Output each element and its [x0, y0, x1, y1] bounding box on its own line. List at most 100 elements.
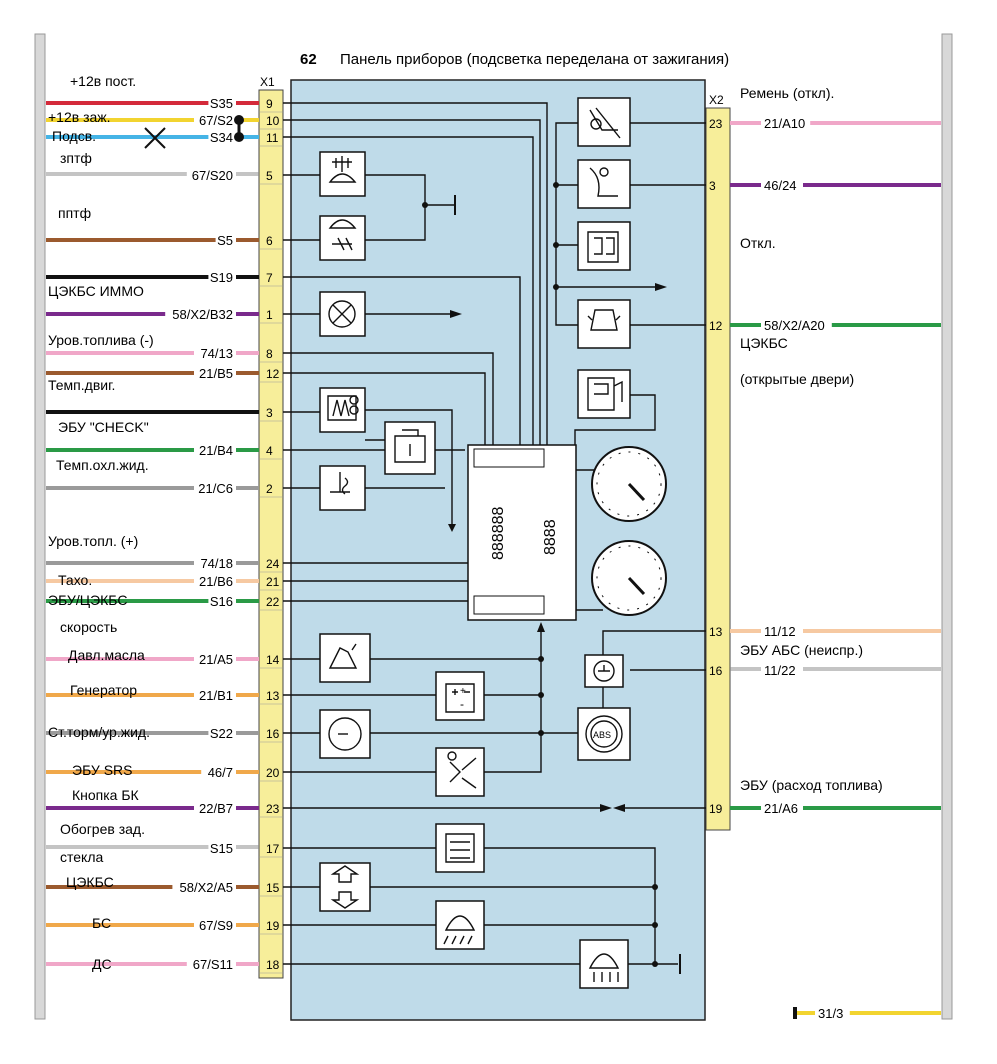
- wire-code-bg: [761, 800, 803, 815]
- left-wire-code: S16: [210, 594, 233, 609]
- right-pin-number: 3: [709, 179, 716, 193]
- left-wire-label: БС: [92, 915, 111, 931]
- left-wire-code: 21/B5: [199, 366, 233, 381]
- left-wire-label: ЭБУ/ЦЭКБС: [48, 592, 127, 608]
- diagram-title: Панель приборов (подсветка переделана от…: [340, 51, 729, 68]
- connector-x1: [258, 89, 284, 979]
- left-pin-number: 11: [266, 131, 279, 145]
- left-pin-number: 3: [266, 406, 273, 420]
- right-wire-label: ЦЭКБС: [740, 335, 788, 351]
- wire-code-bg: [208, 129, 236, 144]
- wire-code-bg: [761, 662, 803, 677]
- display-bottom-bar: [473, 595, 545, 615]
- wire-code-bg: [194, 651, 236, 666]
- left-pin-number: 1: [266, 308, 273, 322]
- left-wire-code: 21/A5: [199, 652, 233, 667]
- wire-code-bg: [194, 917, 236, 932]
- wire-code-bg: [215, 232, 236, 247]
- right-wire-code: 11/22: [764, 663, 796, 678]
- left-wire-label: ЭБУ SRS: [72, 762, 133, 778]
- turn-signal-icon: [319, 291, 366, 337]
- diagram-number: 62: [300, 51, 317, 68]
- left-pin-number: 5: [266, 169, 273, 183]
- left-pin-number: 21: [266, 575, 280, 589]
- right-wire-code: 58/X2/A20: [764, 318, 825, 333]
- left-wire-label: +12в заж.: [48, 109, 111, 125]
- wire-code-bg: [172, 879, 236, 894]
- wire-code-bg: [761, 623, 803, 638]
- wire-code-bg: [761, 317, 832, 332]
- wire-code-bg: [761, 177, 803, 192]
- left-wire-label: стекла: [60, 849, 103, 865]
- left-wire-code: 21/C6: [198, 481, 233, 496]
- wire-code-bg: [201, 764, 236, 779]
- left-pin-number: 17: [266, 842, 280, 856]
- left-wire-label: ЦЭКБС ИММО: [48, 283, 144, 299]
- left-wire-label: пптф: [58, 205, 91, 221]
- right-wire-label: ЭБУ АБС (неиспр.): [740, 642, 863, 658]
- right-pin-number: 16: [709, 664, 723, 678]
- icon-glyphs: [327, 107, 623, 982]
- right-wire-label: ЭБУ (расход топлива): [740, 777, 883, 793]
- left-pin-number: 6: [266, 234, 273, 248]
- right-wire-code: 11/12: [764, 624, 796, 639]
- front-fog-lamp-icon: [319, 151, 366, 197]
- wire-code-bg: [208, 840, 236, 855]
- wire-code-bg: [815, 1005, 850, 1020]
- wire-code-bg: [194, 555, 236, 570]
- wire-code-bg: [208, 269, 236, 284]
- left-wire-code: 67/S9: [199, 918, 233, 933]
- right-rail: [941, 33, 953, 1020]
- speedometer-icon: [591, 446, 667, 522]
- abs-label: ABS: [593, 730, 611, 740]
- left-wire-code: S34: [210, 130, 233, 145]
- airbag-passenger-icon: [577, 159, 631, 209]
- left-wire-label: Подсв.: [52, 128, 96, 144]
- wire-code-bg: [194, 687, 236, 702]
- wire-code-bg: [208, 593, 236, 608]
- left-pin-number: 2: [266, 482, 273, 496]
- display-digits-left: 888888: [490, 507, 507, 560]
- wire-code-bg: [194, 442, 236, 457]
- junction-dots: [234, 115, 658, 967]
- left-pin-number: 8: [266, 347, 273, 361]
- left-wire-code: S5: [217, 233, 233, 248]
- display-digits-right: 8888: [542, 519, 559, 555]
- left-wire-label: Тахо.: [58, 572, 92, 588]
- left-pin-number: 13: [266, 689, 280, 703]
- left-wire-code: 22/B7: [199, 801, 233, 816]
- right-wire-label: Откл.: [740, 235, 776, 251]
- left-wire-code: 58/X2/B32: [172, 307, 233, 322]
- left-wire-label: Уров.топлива (-): [48, 332, 154, 348]
- low-beam-icon: [435, 900, 485, 950]
- wire-code-bg: [194, 480, 236, 495]
- oil-pressure-icon: [319, 633, 371, 683]
- left-pin-number: 22: [266, 595, 280, 609]
- right-pin-number: 12: [709, 319, 723, 333]
- wire-code-bg: [194, 365, 236, 380]
- wire-code-bg: [186, 956, 236, 971]
- right-pin-number: 13: [709, 625, 723, 639]
- left-pin-number: 12: [266, 367, 280, 381]
- left-wire-code: 58/X2/A5: [180, 880, 234, 895]
- connector-x2: [705, 107, 731, 831]
- left-wire-label: Темп.охл.жид.: [56, 457, 149, 473]
- display-module-icon: [467, 444, 577, 621]
- left-wire-label: +12в пост.: [70, 73, 136, 89]
- wire-code-bg: [194, 345, 236, 360]
- wire-code-bg: [194, 112, 236, 127]
- left-wire-code: 74/13: [200, 346, 233, 361]
- left-wire-code: 74/18: [200, 556, 233, 571]
- high-beam-switch-icon: [319, 862, 371, 912]
- tachometer-icon: [591, 540, 667, 616]
- left-wire-label: Генератор: [70, 682, 137, 698]
- left-wire-label: Обогрев зад.: [60, 821, 145, 837]
- left-pin-number: 23: [266, 802, 280, 816]
- left-wire-code: 46/7: [208, 765, 233, 780]
- right-wire-label: (открытые двери): [740, 371, 854, 387]
- left-wire-label: Уров.топл. (+): [48, 533, 138, 549]
- right-wire-code: 21/A10: [764, 116, 805, 131]
- battery-minus: -: [460, 697, 464, 711]
